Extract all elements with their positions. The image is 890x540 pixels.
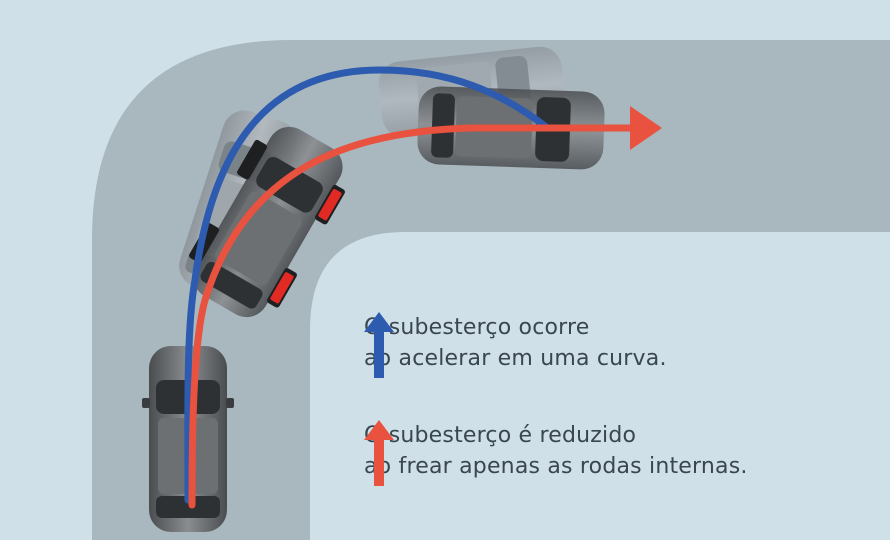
- front-left-wheel: [237, 139, 267, 180]
- corrected-path: [188, 124, 634, 509]
- legend-blue-line1: O subesterço ocorre: [364, 315, 590, 340]
- legend-red-line2: ao frear apenas as rodas internas.: [364, 454, 748, 479]
- car-braking: [189, 126, 345, 318]
- legend-braking: O subesterço é reduzido ao frear apenas …: [364, 420, 748, 486]
- understeer-path: [184, 66, 549, 504]
- legend-blue-line2: ao acelerar em uma curva.: [364, 346, 667, 371]
- corrected-path-arrowhead: [630, 106, 662, 150]
- legend-understeer: O subesterço ocorre ao acelerar em uma c…: [364, 312, 667, 378]
- red-up-arrow-icon: [364, 420, 394, 486]
- legend-red-line1: O subesterço é reduzido: [364, 423, 637, 448]
- blue-up-arrow-icon: [364, 312, 394, 378]
